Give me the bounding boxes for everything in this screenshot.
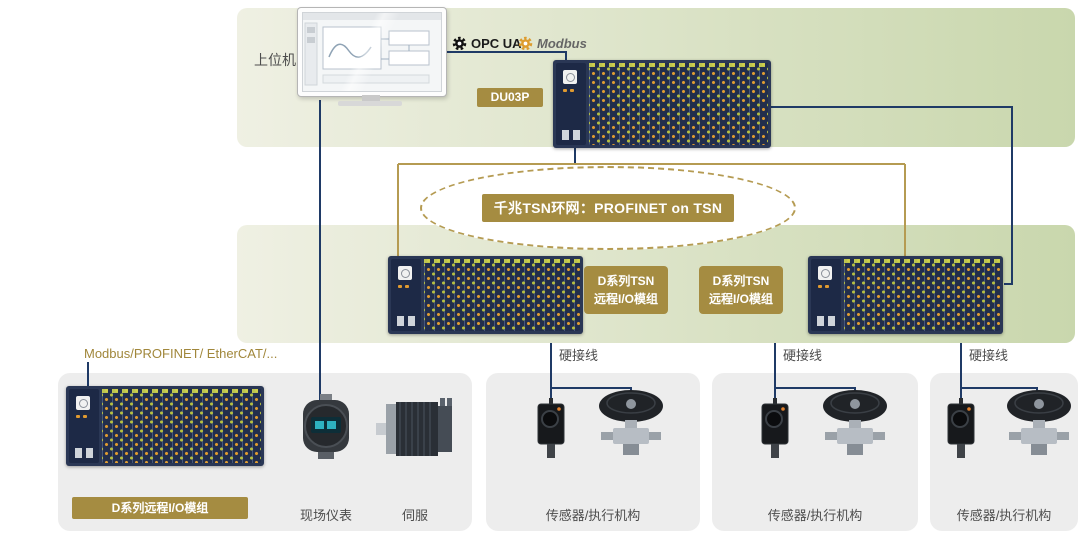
opc-ua-gear-icon bbox=[452, 36, 467, 51]
rack-io-slots bbox=[844, 259, 1000, 331]
tsn-ring-label: 千兆TSN环网：PROFINET on TSN bbox=[481, 194, 735, 222]
photoelectric-sensor-3 bbox=[946, 398, 976, 465]
d-series-badge: D系列远程I/O模组 bbox=[72, 497, 248, 519]
rack-led bbox=[563, 89, 567, 92]
tsn-box-line2: 远程I/O模组 bbox=[708, 292, 773, 306]
du03p-io-rack bbox=[553, 60, 771, 148]
rack-led bbox=[405, 285, 409, 288]
valve-actuator-3 bbox=[1004, 388, 1074, 467]
host-pc-label: 上位机 bbox=[254, 52, 296, 68]
field-instrument-label: 现场仪表 bbox=[299, 508, 352, 523]
monitor-stand-neck bbox=[362, 95, 380, 101]
rack-led bbox=[570, 89, 574, 92]
d-series-remote-io-rack bbox=[66, 386, 264, 466]
engineering-software-screen bbox=[302, 12, 442, 92]
field-instrument-device bbox=[297, 394, 355, 467]
rack-dial bbox=[818, 266, 832, 280]
du03p-badge: DU03P bbox=[477, 88, 543, 107]
tsn-module-box-1: D系列TSN 远程I/O模组 bbox=[584, 266, 668, 314]
sensor-actuator-label-2: 传感器/执行机构 bbox=[767, 508, 863, 523]
rack-io-slots bbox=[589, 63, 768, 145]
sensor-actuator-label-3: 传感器/执行机构 bbox=[956, 508, 1052, 523]
rack-ethernet-ports bbox=[562, 130, 580, 140]
valve-actuator-2 bbox=[820, 388, 890, 467]
opc-ua-logo: OPC UA bbox=[452, 36, 522, 51]
photoelectric-sensor-1 bbox=[536, 398, 566, 465]
opc-ua-logo-text: OPC UA bbox=[471, 36, 522, 51]
tsn-box-line2: 远程I/O模组 bbox=[593, 292, 658, 306]
rack-ethernet-ports bbox=[817, 316, 835, 326]
rack-cpu-module bbox=[69, 389, 99, 463]
rack-led bbox=[825, 285, 829, 288]
protocol-label: Modbus/PROFINET/ EtherCAT/... bbox=[84, 346, 278, 361]
rack-cpu-module bbox=[391, 259, 421, 331]
sensor-actuator-label-1: 传感器/执行机构 bbox=[545, 508, 641, 523]
hardwire-label-2: 硬接线 bbox=[783, 348, 823, 363]
hardwire-label-1: 硬接线 bbox=[559, 348, 599, 363]
host-pc-monitor bbox=[297, 7, 447, 97]
rack-led bbox=[398, 285, 402, 288]
rack-led bbox=[76, 415, 80, 418]
rack-dial bbox=[398, 266, 412, 280]
servo-label: 伺服 bbox=[401, 508, 428, 523]
rack-led bbox=[83, 415, 87, 418]
modbus-gear-icon bbox=[518, 36, 533, 51]
tsn-box-line1: D系列TSN bbox=[712, 274, 770, 288]
monitor-stand-base bbox=[338, 101, 402, 106]
tsn-remote-io-rack-right bbox=[808, 256, 1003, 334]
rack-io-slots bbox=[102, 389, 261, 463]
tsn-module-box-2: D系列TSN 远程I/O模组 bbox=[699, 266, 783, 314]
rack-ethernet-ports bbox=[397, 316, 415, 326]
rack-io-slots bbox=[424, 259, 580, 331]
software-screen-sketch bbox=[303, 13, 441, 86]
valve-actuator-1 bbox=[596, 388, 666, 467]
rack-cpu-module bbox=[556, 63, 586, 145]
modbus-logo-text: Modbus bbox=[537, 36, 587, 51]
rack-dial bbox=[563, 70, 577, 84]
servo-motor-device bbox=[376, 394, 454, 469]
tsn-ring-ellipse: 千兆TSN环网：PROFINET on TSN bbox=[420, 166, 796, 250]
rack-dial bbox=[76, 396, 90, 410]
rack-ethernet-ports bbox=[75, 448, 93, 458]
modbus-logo: Modbus bbox=[518, 36, 587, 51]
tsn-remote-io-rack-left bbox=[388, 256, 583, 334]
tsn-box-line1: D系列TSN bbox=[597, 274, 655, 288]
rack-led bbox=[818, 285, 822, 288]
hardwire-label-3: 硬接线 bbox=[969, 348, 1009, 363]
rack-cpu-module bbox=[811, 259, 841, 331]
photoelectric-sensor-2 bbox=[760, 398, 790, 465]
